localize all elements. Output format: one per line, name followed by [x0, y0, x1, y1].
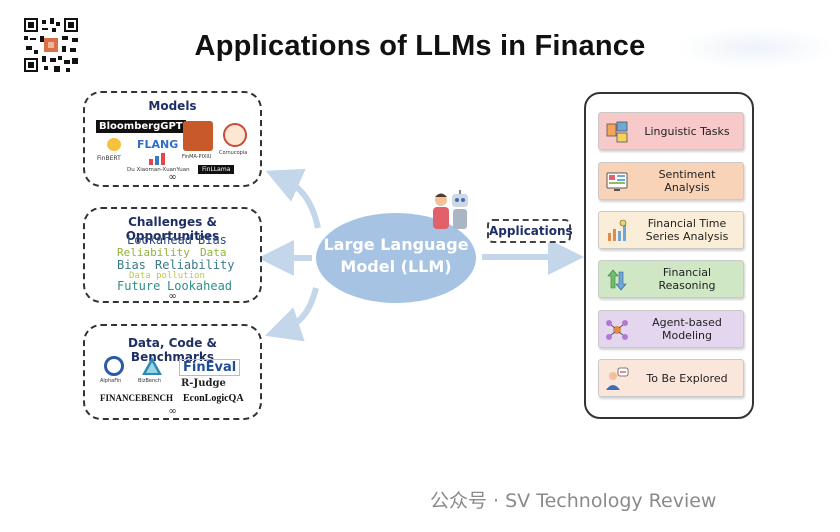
applications-label: Applications	[487, 219, 573, 243]
word-cloud-term: Data pollution	[129, 271, 205, 281]
document-stack-icon	[606, 121, 628, 143]
header-decoration	[680, 28, 830, 68]
pixiu-mascot-icon	[183, 121, 213, 151]
llm-label: Large Language Model (LLM)	[316, 234, 476, 278]
bizbench-pyramid-icon	[142, 357, 162, 375]
word-cloud-term: Data	[200, 246, 227, 259]
llm-ellipse	[316, 213, 476, 303]
task-agent-modeling: Agent-based Modeling	[598, 310, 744, 348]
finllama-logo: FinLLama	[198, 165, 235, 174]
word-cloud-term: Reliability	[155, 258, 235, 272]
finbert-logo: FinBERT	[97, 155, 121, 162]
agent-network-icon	[606, 320, 628, 340]
bloomberggpt-logo: BloombergGPT	[96, 120, 186, 133]
challenges-box: Challenges & Opportunities Lookahead Bia…	[83, 207, 262, 303]
qr-code-icon	[24, 18, 78, 72]
econlogicqa-logo: EconLogicQA	[183, 393, 244, 404]
word-cloud-term: Lookahead	[167, 279, 233, 293]
llm-label-line1: Large Language	[323, 235, 469, 254]
task-label: Sentiment Analysis	[658, 168, 716, 194]
r-judge-logo: R-Judge	[181, 378, 226, 389]
data-more-indicator: ∞	[168, 406, 177, 417]
financebench-logo: FINANCEBENCH	[100, 393, 174, 403]
xuanyuan-logo: Du Xiaoman-XuanYuan	[127, 167, 190, 173]
models-title: Models	[148, 99, 197, 113]
finbert-face-icon	[107, 138, 121, 151]
task-label: Financial Reasoning	[658, 266, 716, 292]
word-cloud-term: Reliability	[117, 246, 190, 259]
page-title: Applications of LLMs in Finance	[194, 30, 646, 62]
task-label: Linguistic Tasks	[644, 124, 730, 138]
word-cloud-term: Bias	[198, 233, 227, 247]
challenges-title: Challenges & Opportunities	[125, 215, 220, 243]
alphafin-magnifier-icon	[104, 356, 124, 376]
alphafin-logo: AlphaFin	[100, 378, 122, 384]
task-label: Agent-based Modeling	[652, 316, 722, 342]
explorer-person-icon	[606, 367, 629, 390]
arrow-to-data	[264, 287, 319, 342]
finma-pixiu-logo: FinMA-PIXIU	[182, 154, 212, 160]
watermark: 公众号 · SV Technology Review	[430, 490, 717, 512]
task-reasoning: Financial Reasoning	[598, 260, 744, 298]
task-linguistic: Linguistic Tasks	[598, 112, 744, 150]
challenges-more-indicator: ∞	[168, 291, 177, 302]
arrow-to-models	[265, 168, 321, 229]
bar-chart-icon	[608, 219, 627, 241]
data-box: Data, Code & Benchmarks AlphaFin BizBenc…	[83, 324, 262, 420]
word-cloud-term: Bias	[117, 258, 146, 272]
cornucopia-emblem-icon	[223, 123, 247, 147]
person-robot-icon	[433, 190, 468, 229]
flang-bars-icon	[149, 153, 165, 165]
task-time-series: Financial Time Series Analysis	[598, 211, 744, 249]
word-cloud-term: Future	[117, 279, 161, 293]
word-cloud-term: Lookahead	[127, 233, 193, 247]
task-sentiment: Sentiment Analysis	[598, 162, 744, 200]
sentiment-screen-icon	[606, 172, 628, 191]
reasoning-arrows-icon	[607, 269, 627, 291]
task-label: To Be Explored	[646, 371, 728, 385]
task-label: Financial Time Series Analysis	[645, 217, 729, 243]
llm-label-line2: Model (LLM)	[340, 257, 452, 276]
flang-logo: FLANG	[137, 138, 179, 151]
models-box: Models BloombergGPT FinBERT FLANG FinMA-…	[83, 91, 262, 187]
task-to-be-explored: To Be Explored	[598, 359, 744, 397]
models-more-indicator: ∞	[168, 172, 177, 183]
cornucopia-logo: Cornucopia	[219, 150, 248, 156]
fineval-logo: FinEval	[179, 359, 241, 376]
bizbench-logo: BizBench	[138, 378, 162, 384]
